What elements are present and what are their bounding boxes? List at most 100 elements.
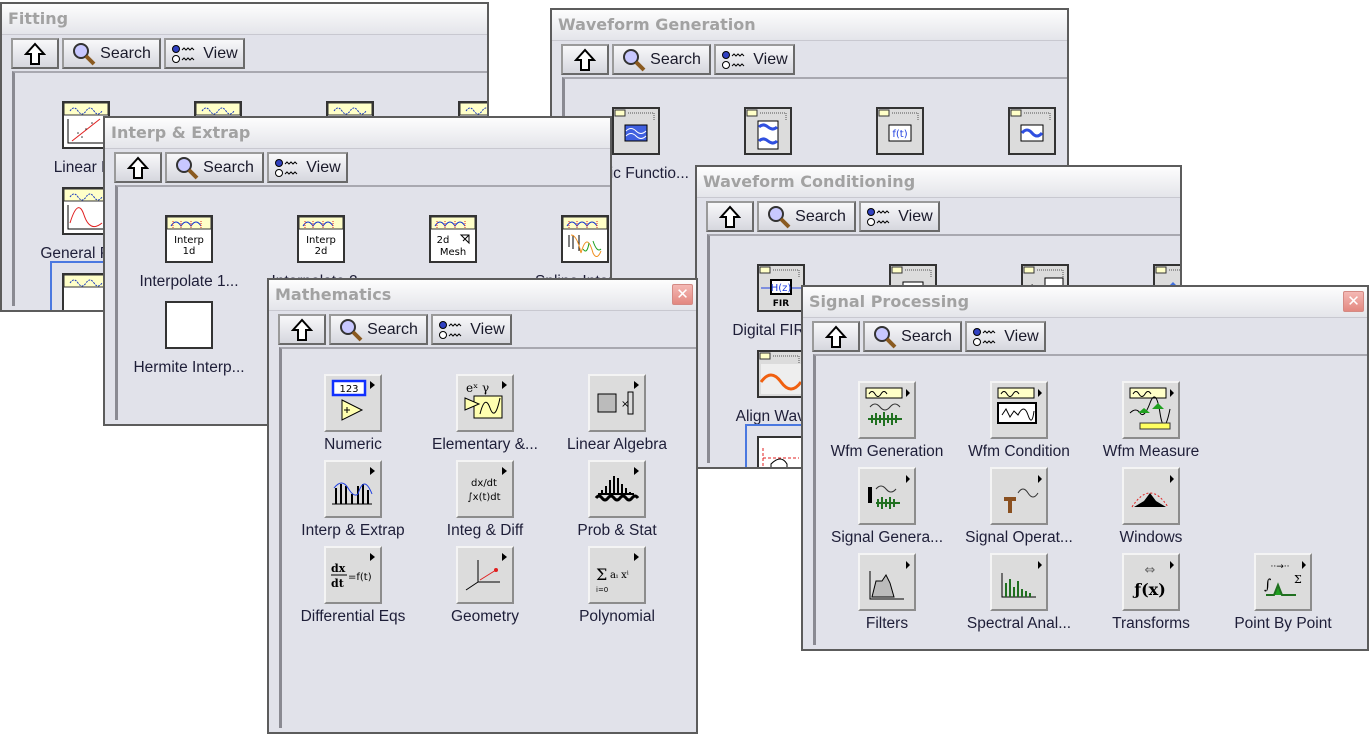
search-button[interactable]: Search [863, 321, 962, 352]
polyfit-icon[interactable] [62, 187, 110, 235]
wgbasic-icon[interactable] [612, 107, 660, 155]
view-button[interactable]: View [965, 321, 1046, 352]
pbp-icon[interactable]: ··→··∫Σ [1254, 553, 1312, 611]
search-button[interactable]: Search [757, 201, 856, 232]
wfmcond-icon[interactable] [990, 381, 1048, 439]
elementary-icon[interactable]: eˣ γ [456, 374, 514, 432]
svg-text:Mesh: Mesh [440, 247, 466, 258]
view-button[interactable]: View [714, 44, 795, 75]
wcsel-icon[interactable] [745, 424, 817, 467]
magnifier-icon [340, 318, 363, 341]
palette-item-basic-functio[interactable]: Basic Functio... [570, 107, 702, 193]
palette-item-signal-genera[interactable]: Signal Genera... [821, 467, 953, 553]
wfmgen-icon[interactable] [858, 381, 916, 439]
numeric-icon[interactable]: 123 [324, 374, 382, 432]
palette-item-spectral-anal[interactable]: Spectral Anal... [953, 553, 1085, 639]
geometry-icon[interactable] [456, 546, 514, 604]
palette-item-prob-stat[interactable]: Prob & Stat [551, 460, 683, 546]
view-button[interactable]: View [859, 201, 940, 232]
title-bar[interactable]: Interp & Extrap [105, 118, 610, 149]
palette-item-windows[interactable]: Windows [1085, 467, 1217, 553]
probstat-icon[interactable] [588, 460, 646, 518]
palette-item-hermite-interp[interactable]: Hermite Interp... [123, 301, 255, 387]
title-bar[interactable]: Signal Processing✕ [803, 287, 1367, 318]
view-button[interactable]: View [164, 38, 245, 69]
wfmmeas-icon[interactable] [1122, 381, 1180, 439]
transforms-icon[interactable]: ⇔ƒ(x) [1122, 553, 1180, 611]
up-button[interactable] [114, 152, 162, 183]
fir-icon[interactable]: H(z)FIR [757, 264, 805, 312]
title-bar[interactable]: Fitting [2, 4, 487, 35]
search-label: Search [901, 327, 952, 345]
svg-text:⇔: ⇔ [1145, 563, 1156, 578]
close-button[interactable]: ✕ [1343, 291, 1364, 312]
interp-icon[interactable] [324, 460, 382, 518]
integ-icon[interactable]: dx/dt∫x(t)dt [456, 460, 514, 518]
svg-text:··→··: ··→·· [1271, 562, 1290, 572]
filters-icon[interactable] [858, 553, 916, 611]
palette-item-optimization[interactable]: Optimization [683, 460, 696, 546]
palette-item-scripts-for[interactable]: X y=x;x=1; YScripts & For... [683, 546, 696, 632]
close-button[interactable]: ✕ [672, 284, 693, 305]
palette-item-linear-fit[interactable]: Linear Fit [20, 101, 152, 187]
up-button[interactable] [11, 38, 59, 69]
palette-item-elementary[interactable]: eˣ γ Elementary &... [419, 374, 551, 460]
align-icon[interactable] [757, 350, 805, 398]
palette-item-label: Elementary &... [432, 436, 538, 453]
linfit-icon[interactable] [62, 101, 110, 149]
title-bar[interactable]: Waveform Conditioning [697, 167, 1180, 198]
spectral-icon[interactable] [990, 553, 1048, 611]
search-button[interactable]: Search [62, 38, 161, 69]
palette-item-fitsel[interactable] [20, 261, 152, 310]
palette-item-wfm-measure[interactable]: Wfm Measure [1085, 381, 1217, 467]
palette-item-transforms[interactable]: ⇔ƒ(x)Transforms [1085, 553, 1217, 639]
palette-item-filters[interactable]: Filters [821, 553, 953, 639]
palette-item-wfm-condition[interactable]: Wfm Condition [953, 381, 1085, 467]
windows-icon[interactable] [1122, 467, 1180, 525]
up-button[interactable] [812, 321, 860, 352]
blank-icon[interactable] [165, 301, 213, 349]
title-bar[interactable]: Mathematics✕ [269, 280, 696, 311]
search-button[interactable]: Search [329, 314, 428, 345]
up-button[interactable] [706, 201, 754, 232]
wgsine-icon[interactable] [1008, 107, 1056, 155]
palette-item-linear-algebra[interactable]: ×Linear Algebra [551, 374, 683, 460]
view-button[interactable]: View [267, 152, 348, 183]
search-button[interactable]: Search [165, 152, 264, 183]
title-bar[interactable]: Waveform Generation [552, 10, 1067, 41]
wgmulti-icon[interactable] [744, 107, 792, 155]
linalg-icon[interactable]: × [588, 374, 646, 432]
fitsel-icon[interactable] [50, 261, 122, 310]
sigop-icon[interactable] [990, 467, 1048, 525]
palette-item-signal-operat[interactable]: Signal Operat... [953, 467, 1085, 553]
search-button[interactable]: Search [612, 44, 711, 75]
palette-item-geometry[interactable]: Geometry [419, 546, 551, 632]
palette-item-general-po[interactable]: General Po... [20, 187, 152, 273]
spline-icon[interactable] [561, 215, 609, 263]
palette-item-interp-extrap[interactable]: Interp & Extrap [287, 460, 419, 546]
siggen-icon[interactable] [858, 467, 916, 525]
wgft-icon[interactable]: f(t) [876, 107, 924, 155]
view-button[interactable]: View [431, 314, 512, 345]
palette-item-wgmulti[interactable] [702, 107, 834, 193]
up-button[interactable] [561, 44, 609, 75]
palette-item-wfm-generation[interactable]: Wfm Generation [821, 381, 953, 467]
window-title: Fitting [8, 9, 69, 28]
palette-item-wgft[interactable]: f(t) [834, 107, 966, 193]
magnifier-icon [176, 156, 199, 179]
palette-item-fitting[interactable]: Fitting [683, 374, 696, 460]
palette-item-label: Differential Eqs [300, 608, 406, 625]
up-button[interactable] [278, 314, 326, 345]
